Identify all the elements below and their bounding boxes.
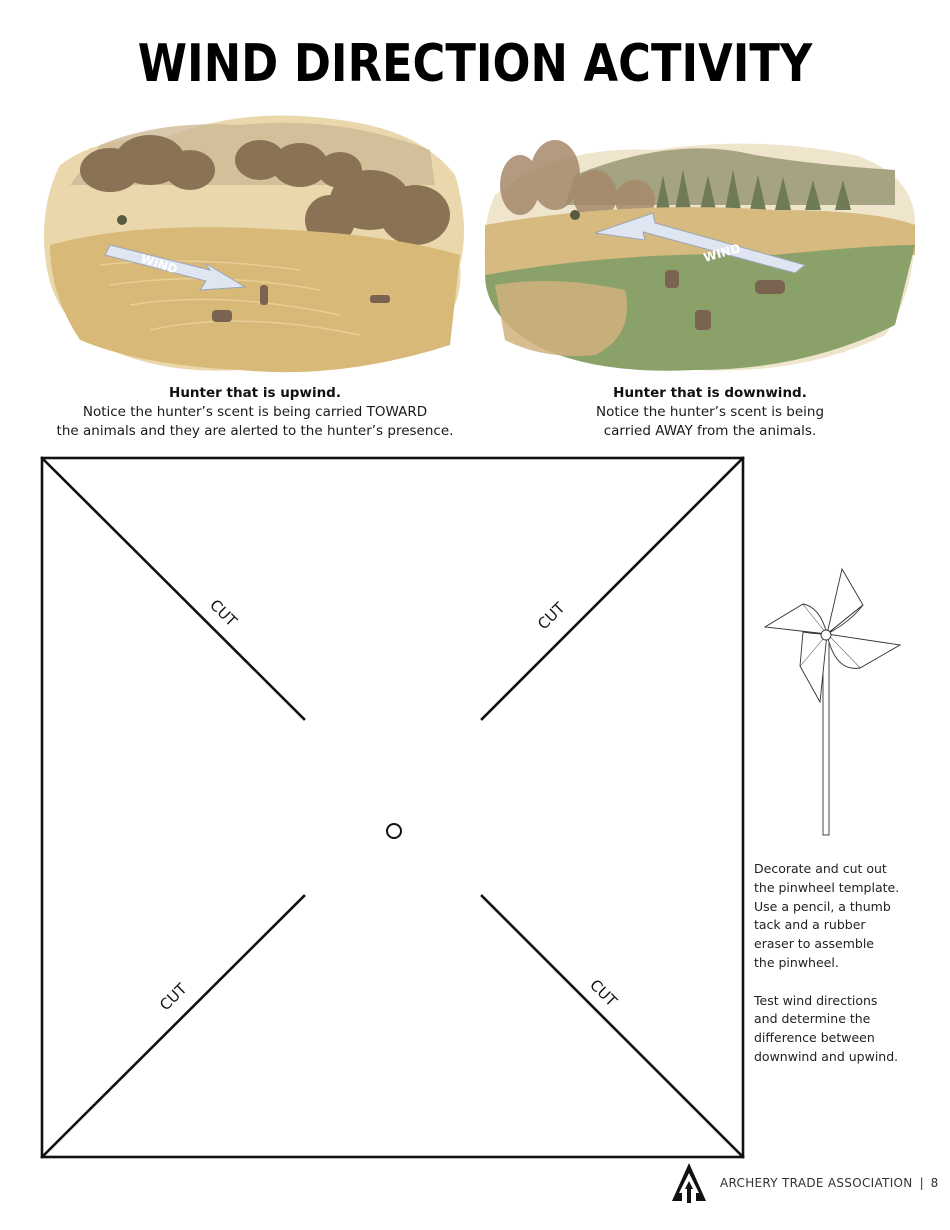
cut-line-top-right [480, 456, 745, 721]
cut-label-top-right: CUT [534, 598, 569, 634]
downwind-caption-heading: Hunter that is downwind. [613, 385, 807, 401]
upwind-caption: Hunter that is upwind. Notice the hunter… [40, 384, 470, 441]
cut-label-top-left: CUT [206, 595, 241, 631]
downwind-scene-illustration: WIND [484, 140, 915, 371]
cut-line-bottom-right [480, 894, 745, 1159]
instructions-paragraph-2: Test wind directions and determine the d… [754, 992, 899, 1064]
upwind-scene-illustration: WIND [44, 115, 464, 373]
page-number: 8 [930, 1176, 939, 1190]
center-pin-hole [386, 823, 402, 839]
page-title: WIND DIRECTION ACTIVITY [137, 34, 813, 94]
downwind-caption: Hunter that is downwind. Notice the hunt… [560, 384, 860, 441]
cut-label-bottom-right: CUT [586, 975, 621, 1011]
instructions-paragraph-1: Decorate and cut out the pinwheel templa… [754, 861, 900, 970]
template-outline [40, 456, 745, 1159]
footer: ARCHERY TRADE ASSOCIATION | 8 [670, 1160, 938, 1206]
instructions: Decorate and cut out the pinwheel templa… [754, 860, 944, 1086]
upwind-caption-heading: Hunter that is upwind. [169, 385, 341, 401]
cut-line-bottom-left [40, 894, 306, 1159]
organization-name: ARCHERY TRADE ASSOCIATION [720, 1176, 913, 1190]
cut-label-bottom-left: CUT [156, 979, 191, 1015]
cut-line-top-left [40, 456, 306, 721]
downwind-caption-line2: carried AWAY from the animals. [603, 423, 817, 439]
upwind-caption-line2: the animals and they are alerted to the … [56, 423, 454, 439]
archery-trade-association-logo-icon [672, 1163, 706, 1203]
upwind-caption-line1: Notice the hunter’s scent is being carri… [82, 404, 428, 420]
pinwheel-icon [763, 567, 902, 836]
downwind-caption-line1: Notice the hunter’s scent is being [595, 404, 825, 420]
footer-separator: | [919, 1176, 924, 1190]
